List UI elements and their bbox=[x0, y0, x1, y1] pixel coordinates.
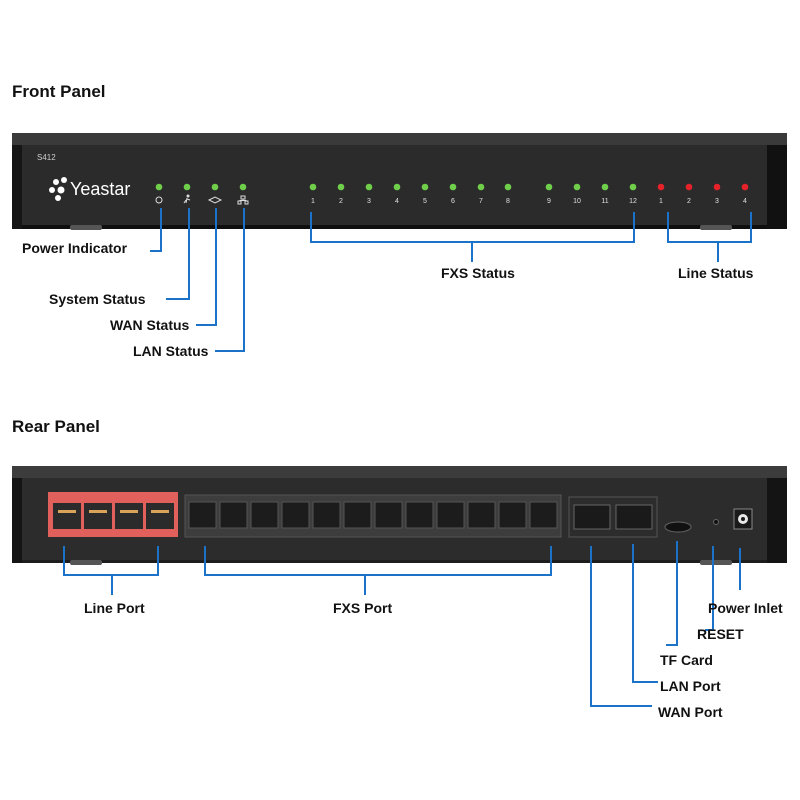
fxs-number: 4 bbox=[395, 198, 399, 205]
rear-panel-device bbox=[12, 466, 787, 565]
fxs-status-label: FXS Status bbox=[441, 265, 515, 281]
wan-led bbox=[211, 183, 219, 191]
line-number: 1 bbox=[659, 198, 663, 205]
power-inlet-label: Power Inlet bbox=[708, 600, 783, 616]
yeastar-logo-icon bbox=[49, 177, 67, 201]
line-number: 3 bbox=[715, 198, 719, 205]
rear-callout-lines bbox=[63, 541, 741, 707]
fxs-port-block bbox=[184, 494, 562, 538]
fxs-number: 7 bbox=[479, 198, 483, 205]
brand-logo-text: Yeastar bbox=[70, 179, 130, 199]
wan-globe-icon bbox=[207, 196, 223, 204]
lan-port-label: LAN Port bbox=[660, 678, 721, 694]
system-status-label: System Status bbox=[49, 291, 146, 307]
lan-network-icon bbox=[237, 195, 249, 205]
front-panel-device: S412 Yeastar bbox=[12, 133, 787, 230]
power-led bbox=[155, 183, 163, 191]
fxs-number: 11 bbox=[601, 198, 608, 205]
lan-led bbox=[239, 183, 247, 191]
system-led bbox=[183, 183, 191, 191]
fxs-number: 9 bbox=[547, 198, 551, 205]
fxs-number: 5 bbox=[423, 198, 427, 205]
front-callout-lines bbox=[150, 208, 752, 352]
fxs-number: 10 bbox=[573, 198, 581, 205]
tf-card-label: TF Card bbox=[660, 652, 713, 668]
line-number: 2 bbox=[687, 198, 691, 205]
power-icon bbox=[155, 196, 163, 204]
line-port-label: Line Port bbox=[84, 600, 145, 616]
line-status-label: Line Status bbox=[678, 265, 754, 281]
system-run-icon bbox=[183, 194, 191, 204]
tf-card-slot bbox=[664, 521, 692, 533]
reset-button bbox=[713, 519, 719, 525]
lan-status-label: LAN Status bbox=[133, 343, 209, 359]
fxs-number: 12 bbox=[629, 198, 637, 205]
fxs-leds bbox=[309, 183, 637, 191]
fxs-number: 2 bbox=[339, 198, 343, 205]
power-inlet-jack bbox=[733, 508, 753, 530]
reset-label: RESET bbox=[697, 626, 744, 642]
fxs-number: 6 bbox=[451, 198, 455, 205]
fxs-number: 8 bbox=[506, 198, 510, 205]
rear-panel-title: Rear Panel bbox=[12, 417, 100, 436]
wan-port-label: WAN Port bbox=[658, 704, 723, 720]
front-panel-title: Front Panel bbox=[12, 82, 106, 101]
fxs-port-label: FXS Port bbox=[333, 600, 393, 616]
line-leds bbox=[657, 183, 749, 191]
fxs-number: 3 bbox=[367, 198, 371, 205]
ethernet-port-block bbox=[568, 496, 658, 538]
model-label: S412 bbox=[37, 153, 56, 162]
fxs-number: 1 bbox=[311, 198, 315, 205]
power-indicator-label: Power Indicator bbox=[22, 240, 128, 256]
wan-status-label: WAN Status bbox=[110, 317, 190, 333]
line-number: 4 bbox=[743, 198, 747, 205]
line-port-block bbox=[48, 492, 178, 537]
